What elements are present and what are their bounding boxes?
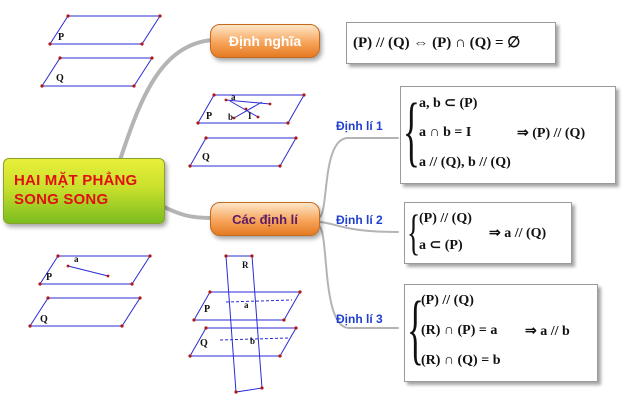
branch-theorems[interactable]: Các định lí [210,202,320,236]
theorem1-condition1: a, b ⊂ (P) [419,96,478,111]
connector-theorems [158,203,214,220]
line-a [67,265,109,277]
theorem3-label[interactable]: Định lí 3 [336,312,383,326]
theorem3-condition2: (R) ∩ (P) = a [421,323,498,338]
figure-theorem1: a P b I Q [188,92,306,168]
line-cross-2 [233,101,263,119]
figure-parallel-planes: P Q [40,14,162,88]
connector-theorem1 [317,136,399,219]
label-p: P [58,32,64,43]
theorem1-box: { a, b ⊂ (P) a ∩ b = I a // (Q), b // (Q… [400,86,616,184]
brace: { [403,87,420,174]
connector-theorem3 [317,225,399,330]
label-r: R [242,260,249,270]
theorem3-condition1: (P) // (Q) [421,293,474,308]
central-topic-label: HAI MẶT PHẲNG SONG SONG [14,171,164,209]
line-a [225,299,293,303]
definition-formula: (P) // (Q) ⇔ (P) ∩ (Q) = ∅ [353,35,521,51]
connector-definition [118,38,214,162]
theorem1-condition2: a ∩ b = I [419,125,472,140]
theorem3-condition3: (R) ∩ (Q) = b [421,353,501,368]
label-b: b [250,336,255,346]
label-a: a [231,92,236,102]
definition-formula-box: (P) // (Q) ⇔ (P) ∩ (Q) = ∅ [346,22,556,64]
label-p: P [46,272,52,283]
line-cross-1 [229,100,259,118]
connector-theorem2 [317,221,399,233]
label-a: a [74,254,79,264]
theorem1-result: ⇒ (P) // (Q) [517,126,586,141]
branch-theorems-label: Các định lí [232,211,298,227]
theorem2-condition2: a ⊂ (P) [419,238,463,253]
label-q: Q [200,338,208,349]
theorem2-result: ⇒ a // (Q) [489,226,547,241]
line-b [219,337,289,341]
brace: { [407,285,424,372]
theorem3-box: { (P) // (Q) (R) ∩ (P) = a (R) ∩ (Q) = b… [404,284,598,382]
theorem2-label[interactable]: Định lí 2 [336,213,383,227]
central-topic-line1: HAI MẶT PHẲNG [14,172,138,189]
label-q: Q [40,314,48,325]
theorem2-box: { (P) // (Q) a ⊂ (P) ⇒ a // (Q) [404,202,572,264]
central-topic-line2: SONG SONG [14,191,109,208]
plane-r [225,255,263,393]
plane-p [39,255,151,285]
figure-theorem2: a P Q [28,254,152,328]
central-topic[interactable]: HAI MẶT PHẲNG SONG SONG [3,158,165,224]
branch-definition[interactable]: Định nghĩa [210,24,320,58]
label-q: Q [56,73,64,84]
line-a [225,99,271,105]
brace: { [407,204,421,260]
theorem2-condition1: (P) // (Q) [419,211,472,226]
label-i: I [248,111,252,121]
branch-definition-label: Định nghĩa [228,33,302,49]
theorem1-condition3: a // (Q), b // (Q) [419,155,511,170]
label-p: P [206,111,212,122]
plane-p [49,15,161,45]
label-q: Q [202,152,210,163]
theorem3-result: ⇒ a // b [525,324,570,339]
label-a: a [244,300,249,310]
figure-theorem3: R P a Q b [188,254,302,394]
theorem1-label[interactable]: Định lí 1 [336,119,383,133]
label-p: P [204,304,210,315]
label-b: b [228,112,233,122]
